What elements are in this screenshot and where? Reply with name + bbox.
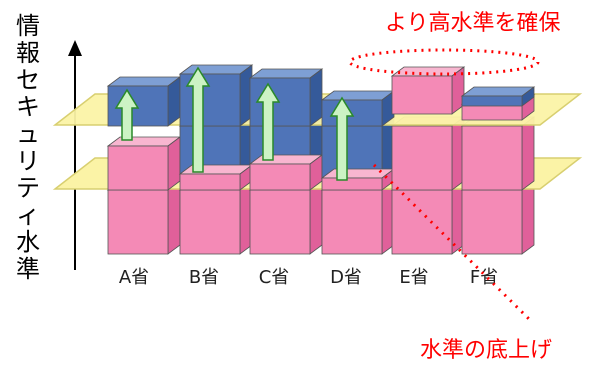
- mid-pink-block-0: [106, 136, 182, 191]
- block-group-top: [106, 64, 536, 127]
- category-label: A省: [119, 267, 149, 288]
- top-blue-block-2: [248, 68, 324, 127]
- mid-pink-block-5: [460, 116, 536, 191]
- base-block-3-front: [321, 189, 383, 255]
- category-labels: A省 B省 C省 D省 E省 F省: [119, 267, 498, 288]
- category-label: B省: [189, 267, 219, 288]
- top-annotation-ellipse: [348, 48, 540, 76]
- y-axis-label-char: 準: [16, 255, 40, 283]
- base-block-4: [390, 180, 466, 255]
- top-blue-block-5: [460, 86, 536, 107]
- top-pink-block-4-front: [391, 75, 453, 115]
- top-blue-block-5-front: [461, 95, 523, 107]
- base-block-0: [106, 180, 182, 255]
- y-axis-label-char: セ: [16, 66, 40, 94]
- mid-pink-block-4-front: [391, 125, 453, 191]
- bottom-annotation-text: 水準の底上げ: [420, 338, 552, 363]
- top-blue-block-1: [178, 64, 254, 127]
- up-arrow-icon: [114, 88, 140, 141]
- up-arrow-icon: [185, 66, 211, 173]
- base-block-0-side: [167, 180, 181, 255]
- up-arrow-icon: [255, 82, 281, 161]
- top-pink-block-5-front: [461, 103, 523, 121]
- mid-pink-block-1: [178, 164, 254, 191]
- category-label: C省: [259, 267, 290, 288]
- mid-pink-block-2: [248, 154, 324, 191]
- base-block-2-front: [249, 189, 311, 255]
- mid-pink-block-3: [320, 168, 396, 191]
- top-blue-block-0-side: [167, 76, 181, 127]
- category-label: F省: [470, 267, 498, 288]
- mid-pink-block-0-side: [167, 136, 181, 191]
- base-block-1-front: [179, 189, 241, 255]
- category-label: D省: [330, 267, 362, 288]
- mid-pink-block-5-side: [521, 116, 535, 191]
- y-axis-label-char: ュ: [16, 120, 40, 148]
- y-axis: [68, 40, 82, 270]
- mid-pink-block-3-front: [321, 177, 383, 191]
- y-axis-label-char: ィ: [16, 201, 40, 229]
- base-block-3: [320, 180, 396, 255]
- y-axis-label-char: テ: [16, 174, 40, 202]
- top-pink-block-4: [390, 66, 466, 115]
- base-block-4-front: [391, 189, 453, 255]
- y-axis-label-char: 情: [16, 12, 40, 40]
- top-annotation-text: より高水準を確保: [385, 11, 561, 36]
- base-block-1: [178, 180, 254, 255]
- base-block-5-front: [461, 189, 523, 255]
- mid-pink-block-2-front: [249, 163, 311, 191]
- base-block-2: [248, 180, 324, 255]
- y-axis-label-char: 水: [16, 228, 40, 256]
- y-axis-label-char: 報: [16, 39, 40, 67]
- mid-pink-block-1-front: [179, 173, 241, 191]
- mid-pink-block-4: [390, 116, 466, 191]
- category-label: E省: [399, 267, 428, 288]
- top-blue-block-2-side: [309, 68, 323, 127]
- mid-pink-block-5-front: [461, 125, 523, 191]
- y-axis-label-char: キ: [16, 93, 40, 121]
- base-block-5-side: [521, 180, 535, 255]
- up-arrow-icon: [329, 96, 355, 181]
- base-block-2-side: [309, 180, 323, 255]
- y-axis-arrow-icon: [68, 40, 82, 56]
- y-axis-label-char: リ: [16, 147, 40, 175]
- base-block-5: [460, 180, 536, 255]
- top-blue-block-0: [106, 76, 182, 127]
- arrow-group: [114, 66, 355, 181]
- block-group-back: [106, 180, 536, 255]
- top-blue-block-3: [320, 90, 396, 127]
- mid-pink-block-0-front: [107, 145, 169, 191]
- base-block-0-front: [107, 189, 169, 255]
- block-group-middle: [106, 116, 536, 191]
